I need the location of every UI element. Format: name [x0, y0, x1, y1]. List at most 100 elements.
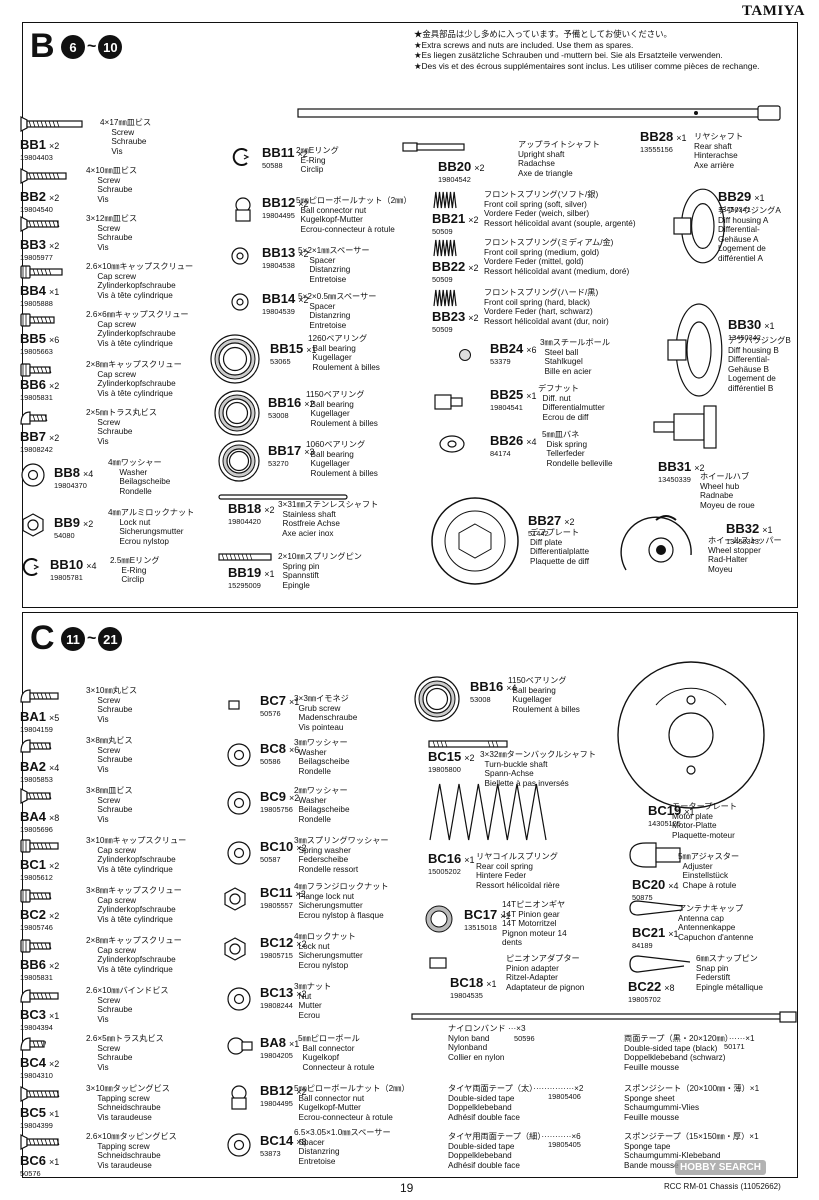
part-number: 50509	[432, 275, 453, 284]
tape-description: スポンジシート（20×100㎜・薄）×1 Sponge sheet Schaum…	[624, 1084, 760, 1122]
part-number: 19804403	[20, 153, 53, 162]
part-description: 3×3㎜イモネジ Grub screw Madenschraube Vis po…	[294, 694, 358, 732]
part-description: 3㎜ナット Nut Mutter Ecrou	[294, 982, 332, 1020]
part-description: 2.6×6㎜キャップスクリュー Cap screw Zylinderkopfsc…	[86, 310, 189, 348]
part-description: 5㎜ピローボールナット（2㎜） Ball connector nut Kugel…	[296, 196, 412, 234]
part-code: BC17×1	[464, 907, 511, 922]
part-code: BB19×1	[228, 565, 275, 580]
part-number: 84189	[632, 941, 653, 950]
part-number: 13450341	[718, 205, 751, 214]
part-code: BB30×1	[728, 317, 775, 332]
part-description: リヤシャフト Rear shaft Hinterachse Axe arrièr…	[694, 132, 744, 170]
bc1-illustration-icon	[20, 838, 60, 859]
part-description: 4×10㎜皿ビス Screw Schraube Vis	[86, 166, 138, 204]
part-description: 5㎜ピローボール Ball connector Kugelkopf Connec…	[298, 1034, 375, 1072]
part-number: 19805715	[260, 951, 293, 960]
part-number: 50596	[514, 1034, 535, 1043]
part-number: 50576	[260, 709, 281, 718]
page-number: 19	[400, 1181, 414, 1195]
part-description: 3×8㎜丸ビス Screw Schraube Vis	[86, 736, 133, 774]
part-number: 19804541	[490, 403, 523, 412]
bb23-illustration-icon	[432, 288, 458, 313]
part-code: BB7×2	[20, 429, 60, 444]
bb4-illustration-icon	[20, 264, 64, 285]
part-code: BB25×1	[490, 387, 537, 402]
part-code: BA2×4	[20, 759, 60, 774]
part-code: BC20×4	[632, 877, 679, 892]
part-number: 19805831	[20, 973, 53, 982]
part-number: 13515018	[464, 923, 497, 932]
part-description: デフプレート Diff plate Differentialplatte Pla…	[530, 528, 590, 566]
part-code: BB4×1	[20, 283, 60, 298]
part-number: 19805853	[20, 775, 53, 784]
part-number: 19805756	[260, 805, 293, 814]
part-description: 2.6×10㎜バインドビス Screw Schraube Vis	[86, 986, 169, 1024]
bb5-illustration-icon	[20, 312, 56, 333]
part-number: 13450342	[728, 333, 761, 342]
bc5-illustration-icon	[20, 1086, 60, 1107]
part-number: 19805831	[20, 393, 53, 402]
part-description: ホイールストッパー Wheel stopper Rad-Halter Moyeu	[708, 536, 782, 574]
part-description: アップライトシャフト Upright shaft Radachse Axe de…	[518, 140, 600, 178]
part-description: 4×17㎜皿ビス Screw Schraube Vis	[100, 118, 152, 156]
part-description: 3㎜スプリングワッシャー Spring washer Federscheibe …	[294, 836, 389, 874]
bc16-illustration-icon	[428, 782, 548, 847]
part-description: 5×2×1㎜スペーサー Spacer Distanzring Entretois…	[298, 246, 370, 284]
part-description: 5㎜アジャスター Adjuster Einstellstück Chape à …	[678, 852, 740, 890]
part-code: BB8×4	[54, 465, 94, 480]
part-code: BB10×4	[50, 557, 97, 572]
bc14-illustration-icon	[226, 1132, 252, 1163]
bb25-illustration-icon	[434, 392, 464, 417]
part-description: ピニオンアダプター Pinion adapter Ritzel-Adapter …	[506, 954, 585, 992]
part-code: BB16×2	[268, 395, 315, 410]
bb11-illustration-icon	[230, 146, 252, 173]
part-code: BB2×2	[20, 189, 60, 204]
part-number: 13555156	[640, 145, 673, 154]
part-number: 19808242	[20, 445, 53, 454]
part-description: 2.6×10㎜タッピングビス Tapping screw Schneidschr…	[86, 1132, 177, 1170]
part-number: 19805781	[50, 573, 83, 582]
part-description: 3×10㎜タッピングビス Tapping screw Schneidschrau…	[86, 1084, 170, 1122]
bb13-illustration-icon	[230, 246, 250, 271]
part-number: 19804495	[260, 1099, 293, 1108]
part-number: 19804205	[260, 1051, 293, 1060]
bc20-illustration-icon	[626, 840, 686, 875]
part-description: モータープレート Motor plate Motor-Platte Plaque…	[672, 802, 738, 840]
part-description: 3×12㎜皿ビス Screw Schraube Vis	[86, 214, 138, 252]
part-number: 19804370	[54, 481, 87, 490]
part-number: 50586	[260, 757, 281, 766]
part-number: 51442	[528, 529, 549, 538]
spares-note: ★金具部品は少し多めに入っています。予備としてお使いください。 ★Extra s…	[414, 29, 760, 71]
part-number: 19804538	[262, 261, 295, 270]
bb22-illustration-icon	[432, 238, 458, 263]
part-code: BC22×8	[628, 979, 675, 994]
part-number: 50171	[724, 1042, 745, 1051]
part-code: BC21×1	[632, 925, 679, 940]
part-description: 6.5×3.05×1.0㎜スペーサー Spacer Distanzring En…	[294, 1128, 391, 1166]
bc2-illustration-icon	[20, 888, 52, 909]
part-number: 19805406	[548, 1092, 581, 1101]
bc4-illustration-icon	[20, 1036, 52, 1057]
part-code: BC7×1	[260, 693, 300, 708]
part-code: BB1×2	[20, 137, 60, 152]
part-code: BC6×1	[20, 1153, 60, 1168]
part-number: 19804310	[20, 1071, 53, 1080]
part-code: BB5×6	[20, 331, 60, 346]
part-number: 19805800	[428, 765, 461, 774]
part-code: BB27×2	[528, 513, 575, 528]
part-code: BB12×2	[262, 195, 309, 210]
tape-description: タイヤ用両面テープ（細）···········×6 Double-sided t…	[448, 1132, 581, 1170]
bb12-illustration-icon	[226, 1084, 252, 1117]
part-description: 3×8㎜キャップスクリュー Cap screw Zylinderkopfschr…	[86, 886, 182, 924]
bb21-illustration-icon	[432, 190, 458, 215]
part-number: 50576	[20, 1169, 41, 1178]
ba4-illustration-icon	[20, 788, 60, 809]
part-description: デフハウジングB Diff housing B Differential- Ge…	[728, 336, 791, 393]
brand-logo: TAMIYA	[741, 3, 805, 19]
bc7-illustration-icon	[228, 698, 240, 716]
part-number: 54080	[54, 531, 75, 540]
bc12-illustration-icon	[222, 936, 248, 967]
part-description: リヤコイルスプリング Rear coil spring Hintere Fede…	[476, 852, 560, 890]
part-description: 5㎜皿バネ Disk spring Tellerfeder Rondelle b…	[542, 430, 613, 468]
bc10-illustration-icon	[226, 840, 252, 871]
